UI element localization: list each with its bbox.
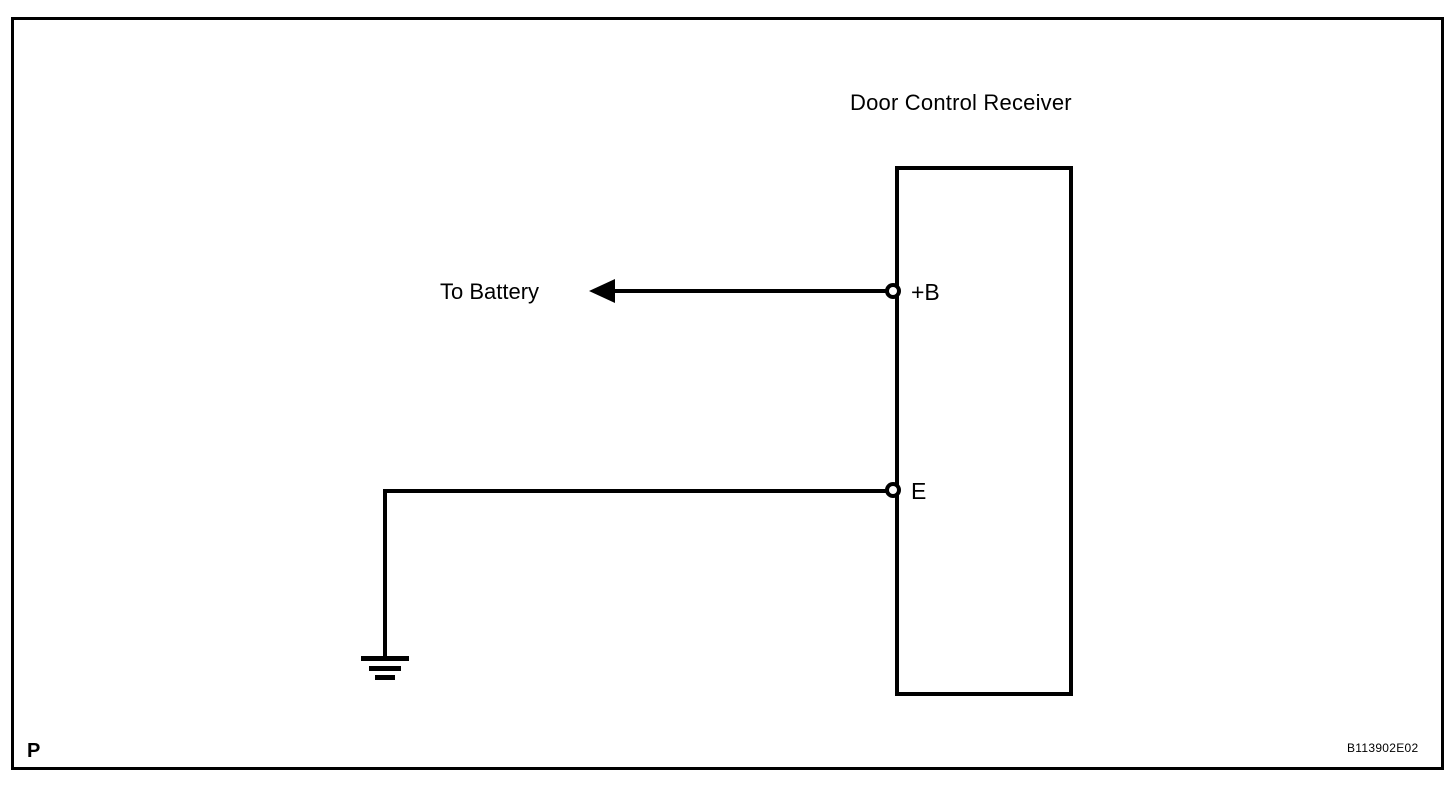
ground-symbol-bar-1 <box>361 656 409 661</box>
wire-ground-vertical <box>383 489 387 659</box>
terminal-dot-b-icon <box>885 283 901 299</box>
ground-symbol-bar-2 <box>369 666 401 671</box>
arrow-left-icon <box>589 279 615 303</box>
wire-ground-horizontal <box>383 489 890 493</box>
ground-symbol-bar-3 <box>375 675 395 680</box>
diagram-frame-border <box>11 17 1444 770</box>
terminal-label-e: E <box>911 478 927 504</box>
wire-to-battery <box>605 289 890 293</box>
door-control-receiver-box <box>895 166 1073 696</box>
terminal-label-b: +B <box>911 279 940 305</box>
device-title: Door Control Receiver <box>850 90 1072 115</box>
to-battery-label: To Battery <box>440 279 540 304</box>
terminal-dot-e-icon <box>885 482 901 498</box>
reference-code: B113902E02 <box>1347 741 1419 755</box>
page-marker: P <box>27 740 41 762</box>
